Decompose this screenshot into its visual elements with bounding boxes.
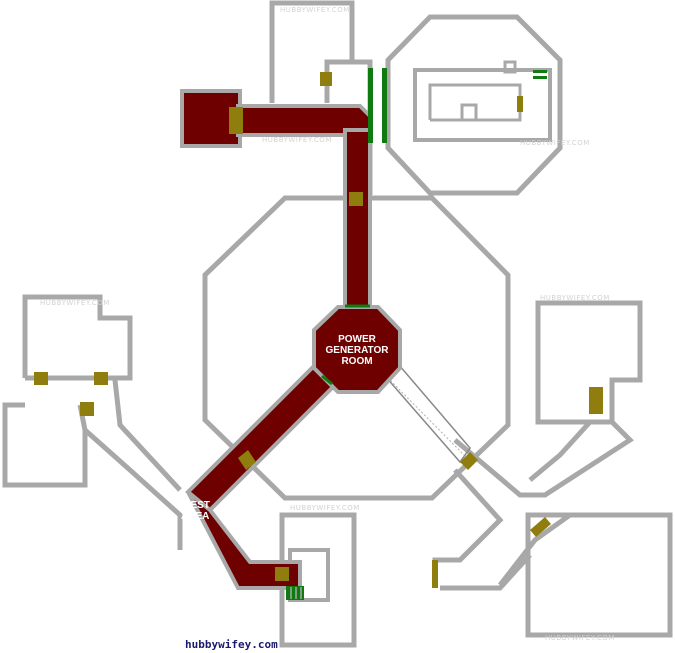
- door-marker[interactable]: [238, 450, 256, 470]
- green-barrier: [368, 68, 373, 143]
- power-room-label-line3: ROOM: [341, 356, 372, 367]
- door-marker[interactable]: [589, 387, 603, 414]
- svg-text:HUBBYWIFEY.COM: HUBBYWIFEY.COM: [40, 299, 110, 307]
- svg-text:HUBBYWIFEY.COM: HUBBYWIFEY.COM: [520, 139, 590, 147]
- door-marker[interactable]: [320, 72, 332, 86]
- svg-text:HUBBYWIFEY.COM: HUBBYWIFEY.COM: [280, 6, 350, 14]
- site-credit: hubbywifey.com: [185, 638, 278, 651]
- west-lower-room-outline: [2, 402, 88, 488]
- west-area-label-line1: WEST: [181, 500, 210, 511]
- northeast-inner-detail: [428, 83, 522, 122]
- svg-text:HUBBYWIFEY.COM: HUBBYWIFEY.COM: [262, 136, 332, 144]
- power-room-label-line2: GENERATOR: [326, 345, 390, 356]
- door-marker[interactable]: [517, 96, 523, 112]
- northeast-inner-room: [413, 68, 552, 142]
- green-barrier: [382, 68, 387, 143]
- door-marker[interactable]: [432, 560, 438, 588]
- svg-text:HUBBYWIFEY.COM: HUBBYWIFEY.COM: [545, 634, 615, 642]
- door-marker[interactable]: [275, 567, 289, 581]
- explored-route: [180, 89, 372, 590]
- green-barrier: [533, 76, 547, 79]
- southeast-corridor-outline-b: [498, 512, 572, 587]
- northeast-room-outline: [385, 14, 563, 196]
- power-generator-room[interactable]: [312, 305, 402, 394]
- doors: [34, 72, 603, 588]
- west-area-label-line2: AREA: [181, 511, 209, 522]
- route-south-diagonal: [186, 490, 302, 590]
- power-room-label-line1: POWER: [338, 334, 377, 345]
- green-barrier: [533, 70, 547, 73]
- route-southwest-diagonal: [185, 359, 343, 513]
- north-room-outline: [269, 0, 355, 103]
- watermarks: HUBBYWIFEY.COM HUBBYWIFEY.COM HUBBYWIFEY…: [40, 6, 615, 642]
- east-corridor-outline-b: [528, 420, 592, 482]
- west-corridor-outline-b: [112, 379, 182, 492]
- door-marker[interactable]: [530, 517, 551, 537]
- west-room-outline: [22, 294, 133, 381]
- power-room-green-edge-left: [321, 374, 333, 386]
- svg-text:HUBBYWIFEY.COM: HUBBYWIFEY.COM: [540, 294, 610, 302]
- door-marker[interactable]: [229, 107, 243, 134]
- east-room-outline: [535, 300, 643, 425]
- door-marker[interactable]: [349, 192, 363, 206]
- route-north-vertical: [343, 128, 372, 312]
- south-barrier-stripes: [290, 587, 302, 599]
- southeast-corridor-outline-c: [440, 553, 532, 591]
- west-corridor-outline-a: [83, 428, 183, 550]
- door-marker[interactable]: [460, 452, 478, 470]
- northeast-inner-tab: [503, 60, 517, 74]
- northeast-inner-box: [460, 103, 478, 122]
- east-corridor-outline-a: [453, 420, 634, 498]
- southeast-room-outline: [525, 512, 673, 638]
- svg-text:HUBBYWIFEY.COM: HUBBYWIFEY.COM: [290, 504, 360, 512]
- door-marker[interactable]: [94, 372, 108, 385]
- central-hall-outline: [202, 195, 511, 501]
- southeast-passage-dots: [381, 371, 465, 456]
- door-marker[interactable]: [80, 402, 94, 416]
- door-marker[interactable]: [34, 372, 48, 385]
